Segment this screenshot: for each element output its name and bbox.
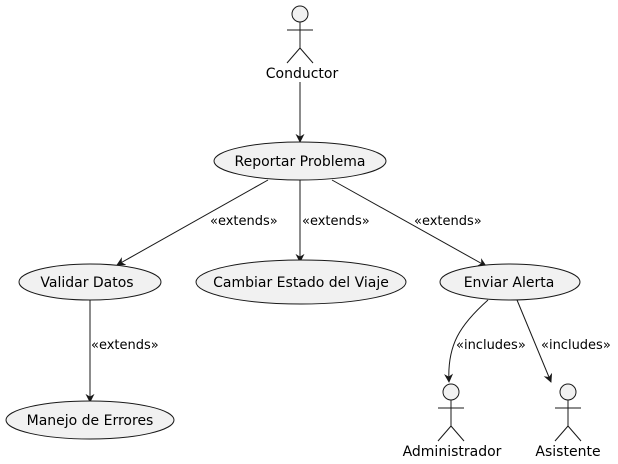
usecase-reportar-problema: Reportar Problema: [213, 141, 387, 181]
actor-administrador: Administrador: [403, 383, 502, 460]
usecase-validar-datos: Validar Datos: [18, 263, 162, 301]
actor-administrador-figure: [437, 383, 465, 442]
usecase-validar-datos-label: Validar Datos: [40, 275, 133, 291]
usecase-cambiar-estado: Cambiar Estado del Viaje: [195, 259, 407, 305]
usecase-manejo-errores: Manejo de Errores: [5, 400, 175, 440]
edge-label-extends-cambiar: «extends»: [302, 214, 370, 229]
usecase-reportar-problema-label: Reportar Problema: [234, 154, 365, 170]
usecase-enviar-alerta-label: Enviar Alerta: [464, 275, 555, 291]
edge-label-extends-errores: «extends»: [91, 338, 159, 353]
edge-reportar-alerta: [331, 179, 487, 267]
actor-conductor: Conductor: [266, 5, 339, 82]
edge-label-extends-alerta: «extends»: [414, 214, 482, 229]
edge-label-extends-validar: «extends»: [210, 214, 278, 229]
edge-label-includes-admin: «includes»: [456, 338, 526, 353]
usecase-cambiar-estado-label: Cambiar Estado del Viaje: [213, 275, 389, 291]
actor-asistente-figure: [554, 383, 582, 442]
actor-administrador-label: Administrador: [403, 444, 502, 460]
edge-alerta-asistente: [516, 299, 553, 383]
actor-conductor-label: Conductor: [266, 66, 339, 82]
usecase-enviar-alerta: Enviar Alerta: [439, 263, 581, 301]
actor-conductor-figure: [286, 5, 314, 64]
usecase-manejo-errores-label: Manejo de Errores: [27, 413, 154, 429]
edge-reportar-validar: [116, 179, 269, 266]
edge-alerta-administrador: [444, 299, 489, 383]
actor-asistente: Asistente: [535, 383, 601, 460]
edge-label-includes-asistente: «includes»: [541, 338, 611, 353]
actor-asistente-label: Asistente: [535, 444, 600, 460]
